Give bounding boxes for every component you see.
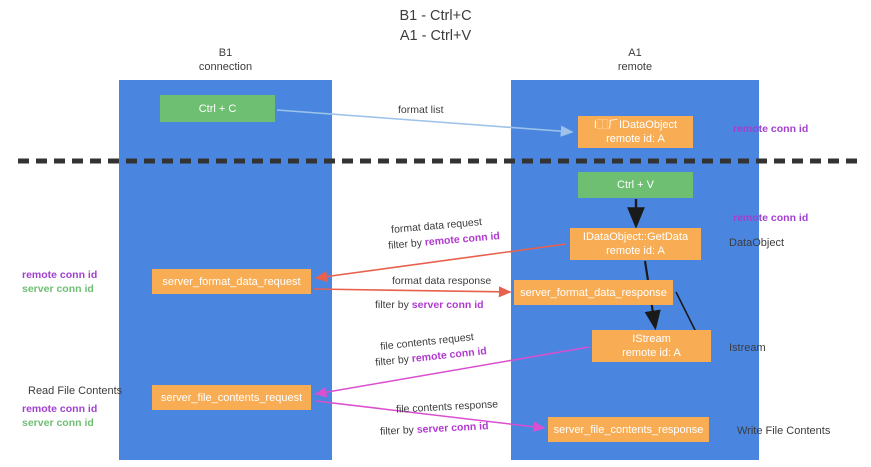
annotation-write-file-contents: Write File Contents bbox=[737, 425, 831, 437]
lane-header-b1: B1 connection bbox=[119, 46, 332, 74]
node-server-file-contents-request[interactable]: server_file_contents_request bbox=[152, 385, 311, 410]
annotation-remote-conn-id: remote conn id bbox=[22, 403, 98, 415]
edge-label-file-contents-response-filter: filter by server conn id bbox=[380, 419, 489, 439]
node-ctrl-v-label: Ctrl + V bbox=[617, 179, 654, 191]
node-server-file-contents-response-label: server_file_contents_response bbox=[553, 423, 704, 436]
annotation-read-file-contents: Read File Contents bbox=[28, 385, 123, 397]
node-server-format-data-response-label: server_format_data_response bbox=[520, 286, 667, 299]
node-ctrl-c-label: Ctrl + C bbox=[198, 102, 237, 115]
edge-label-format-data-response-filter: filter by server conn id bbox=[375, 298, 484, 312]
node-idataobject-getdata-label: IDataObject::GetData bbox=[582, 231, 689, 243]
node-server-file-contents-response[interactable]: server_file_contents_response bbox=[548, 417, 709, 442]
lane-header-a1: A1 remote bbox=[511, 46, 759, 74]
lane-header-b1-line1: B1 bbox=[218, 47, 233, 59]
node-idataobject-getdata[interactable]: IDataObject::GetData remote id: A bbox=[570, 228, 701, 260]
annotation-server-conn-id: server conn id bbox=[22, 283, 94, 295]
annotation-remote-conn-id-mid: remote conn id bbox=[733, 212, 809, 224]
filter-value-server-conn-id: server conn id bbox=[411, 299, 484, 311]
node-idataobject-label: I⿰⺁IDataObject bbox=[593, 119, 678, 131]
filter-prefix: filter by bbox=[374, 353, 413, 369]
node-istream[interactable]: IStream remote id: A bbox=[592, 330, 711, 362]
annotation-istream: Istream bbox=[729, 342, 766, 354]
diagram-title: B1 - Ctrl+C A1 - Ctrl+V bbox=[0, 6, 871, 46]
node-istream-label: IStream bbox=[632, 333, 671, 345]
node-server-file-contents-request-label: server_file_contents_request bbox=[160, 391, 303, 404]
node-istream-sub: remote id: A bbox=[622, 347, 681, 359]
lane-header-a1-line1: A1 bbox=[628, 47, 642, 59]
lane-header-a1-line2: remote bbox=[617, 61, 653, 73]
filter-value-server-conn-id: server conn id bbox=[416, 420, 489, 436]
edge-label-format-list: format list bbox=[398, 104, 444, 116]
filter-prefix: filter by bbox=[379, 423, 418, 438]
node-ctrl-v[interactable]: Ctrl + V bbox=[578, 172, 693, 198]
edge-label-format-data-response: format data response bbox=[392, 275, 492, 287]
node-idataobject-sub: remote id: A bbox=[606, 133, 665, 145]
node-idataobject[interactable]: I⿰⺁IDataObject remote id: A bbox=[578, 116, 693, 148]
annotation-dataobject: DataObject bbox=[729, 237, 785, 249]
node-server-format-data-request[interactable]: server_format_data_request bbox=[152, 269, 311, 294]
node-ctrl-c[interactable]: Ctrl + C bbox=[160, 95, 275, 122]
edge-label-file-contents-response: file contents response bbox=[395, 398, 499, 416]
annotation-remote-conn-id-top: remote conn id bbox=[733, 123, 809, 135]
node-server-format-data-response[interactable]: server_format_data_response bbox=[514, 280, 673, 305]
connector-format-data-response bbox=[313, 286, 512, 298]
node-idataobject-getdata-sub: remote id: A bbox=[606, 245, 665, 257]
annotation-remote-conn-id: remote conn id bbox=[22, 269, 98, 281]
annotation-left-conn-ids-top: remote conn id server conn id bbox=[22, 268, 97, 296]
filter-prefix: filter by bbox=[375, 299, 412, 311]
node-server-format-data-request-label: server_format_data_request bbox=[162, 275, 301, 288]
annotation-server-conn-id: server conn id bbox=[22, 417, 94, 429]
diagram-title-line1: B1 - Ctrl+C bbox=[399, 8, 472, 24]
annotation-left-conn-ids-bottom: remote conn id server conn id bbox=[22, 402, 97, 430]
diagram-title-line2: A1 - Ctrl+V bbox=[399, 28, 472, 44]
filter-prefix: filter by bbox=[387, 236, 426, 252]
lane-header-b1-line2: connection bbox=[198, 61, 253, 73]
